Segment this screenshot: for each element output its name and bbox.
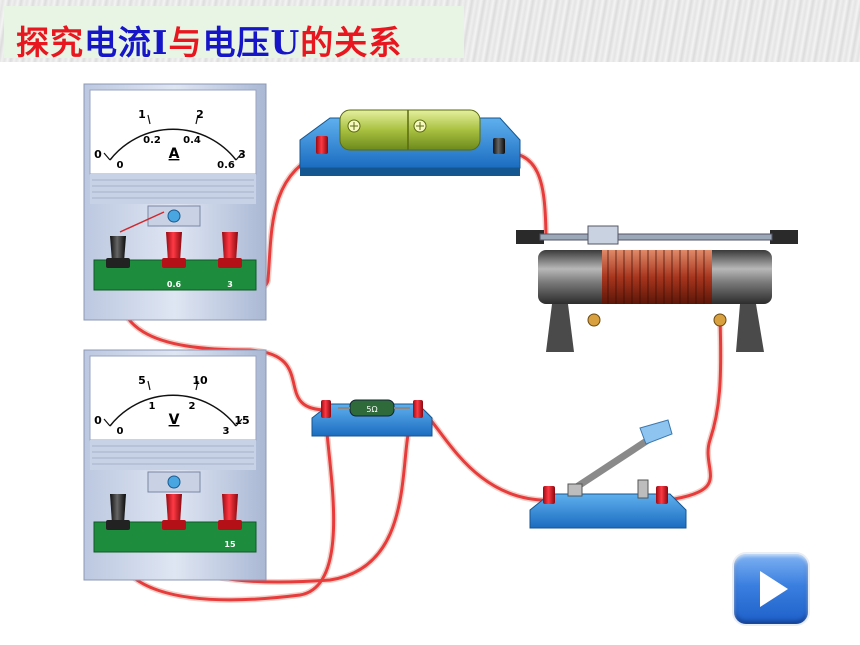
switch — [529, 419, 687, 529]
page-title: 探究电流I与电压U的关系 — [16, 16, 402, 64]
title-part-4: 电压U — [202, 23, 301, 62]
ammeter-outer-tick-3: 3 — [238, 148, 246, 161]
voltmeter: 0 5 10 15 0 1 2 3 V 15 — [83, 349, 267, 581]
voltmeter-terminal-15: 15 — [224, 540, 236, 549]
voltmeter-inner-tick-2: 2 — [189, 401, 196, 412]
title-part-2: 电流I — [84, 23, 169, 62]
voltmeter-inner-tick-0: 0 — [117, 426, 124, 437]
title-part-5: 的关系 — [300, 23, 403, 62]
ammeter-unit: A — [169, 146, 180, 162]
rheostat — [516, 225, 798, 352]
title-part-3: 与 — [168, 23, 203, 62]
play-icon — [760, 571, 788, 607]
voltmeter-outer-tick-2: 10 — [192, 374, 208, 387]
voltmeter-inner-tick-3: 3 — [223, 426, 230, 437]
title-part-1: 探究 — [16, 23, 84, 62]
ammeter-inner-tick-2: 0.4 — [183, 135, 201, 146]
ammeter-outer-tick-1: 1 — [138, 108, 146, 121]
ammeter-inner-tick-1: 0.2 — [143, 135, 161, 146]
voltmeter-unit: V — [169, 412, 180, 428]
ammeter-outer-tick-0: 0 — [94, 148, 102, 161]
play-button[interactable] — [734, 554, 808, 624]
ammeter-outer-tick-2: 2 — [196, 108, 204, 121]
voltmeter-outer-tick-3: 15 — [234, 414, 249, 427]
resistor: 5Ω — [311, 399, 433, 437]
resistor-label: 5Ω — [366, 405, 377, 414]
title-box: 探究电流I与电压U的关系 — [4, 6, 464, 62]
ammeter-inner-tick-0: 0 — [117, 160, 124, 171]
battery — [299, 109, 521, 176]
voltmeter-outer-tick-1: 5 — [138, 374, 146, 387]
voltmeter-inner-tick-1: 1 — [149, 401, 156, 412]
ammeter-terminal-3: 3 — [227, 280, 233, 289]
ammeter: 0 1 2 3 0 0.2 0.4 0.6 A 0.6 3 — [83, 83, 267, 321]
ammeter-terminal-0.6: 0.6 — [167, 280, 182, 289]
ammeter-inner-tick-3: 0.6 — [217, 160, 235, 171]
voltmeter-outer-tick-0: 0 — [94, 414, 102, 427]
